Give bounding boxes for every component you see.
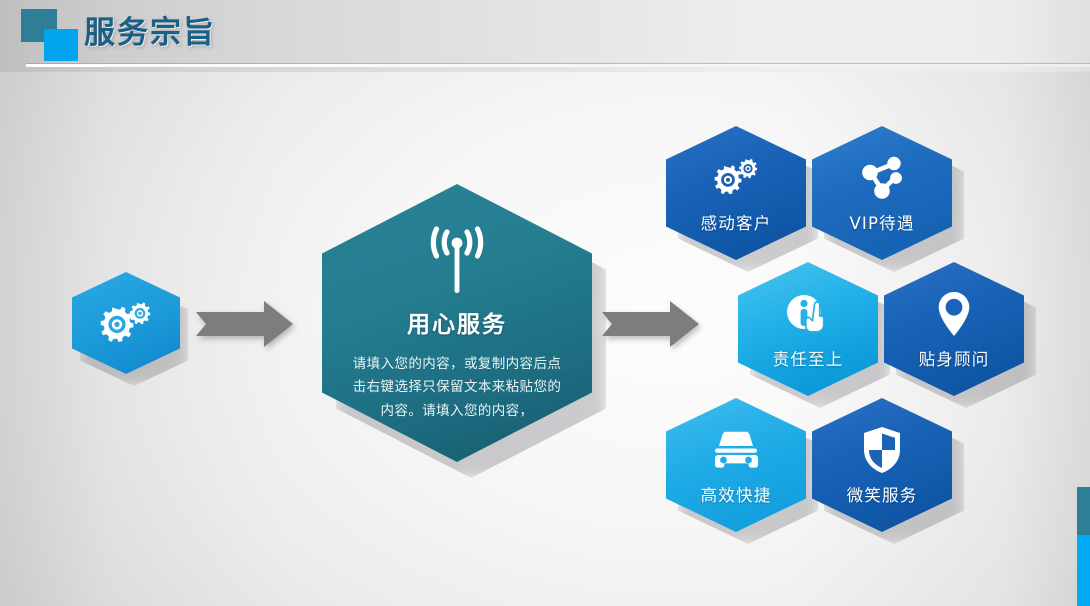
cluster-hex-5-label: 高效快捷 (700, 486, 772, 505)
cluster-hex-4[interactable]: 贴身顾问 (884, 262, 1024, 396)
cluster-hex-6[interactable]: 微笑服务 (812, 398, 952, 532)
arrow-main-to-cluster (602, 300, 700, 348)
main-hex-title: 用心服务 (407, 312, 507, 339)
share-nodes-icon (852, 152, 912, 204)
start-hex[interactable] (72, 272, 180, 374)
cluster-hex-3-label: 责任至上 (772, 350, 844, 369)
info-hand-icon (778, 288, 838, 340)
header-square-light (44, 29, 78, 61)
cluster-hex-6-label: 微笑服务 (846, 486, 918, 505)
gears-icon (91, 293, 161, 353)
arrow-start-to-main (196, 300, 294, 348)
cluster-hex-2-label: VIP待遇 (849, 214, 915, 233)
cluster-hex-3[interactable]: 责任至上 (738, 262, 878, 396)
corner-accent-bottom (1077, 535, 1090, 606)
corner-accent (1077, 487, 1090, 606)
cluster-hex-4-label: 贴身顾问 (918, 350, 990, 369)
main-hex-description: 请填入您的内容，或复制内容后点击右键选择只保留文本来粘贴您的内容。请填入您的内容… (352, 356, 562, 419)
map-pin-icon (924, 288, 984, 340)
car-front-icon (706, 424, 766, 476)
shield-icon (852, 424, 912, 476)
gears-icon (706, 152, 766, 204)
cluster-hex-5[interactable]: 高效快捷 (666, 398, 806, 532)
page-title: 服务宗旨 (84, 15, 216, 51)
header-divider (26, 64, 1090, 67)
broadcast-signal-icon (411, 223, 503, 297)
corner-accent-top (1077, 487, 1090, 535)
cluster-hex-1-label: 感动客户 (700, 214, 772, 233)
slide-header: 服务宗旨 (0, 0, 1090, 72)
